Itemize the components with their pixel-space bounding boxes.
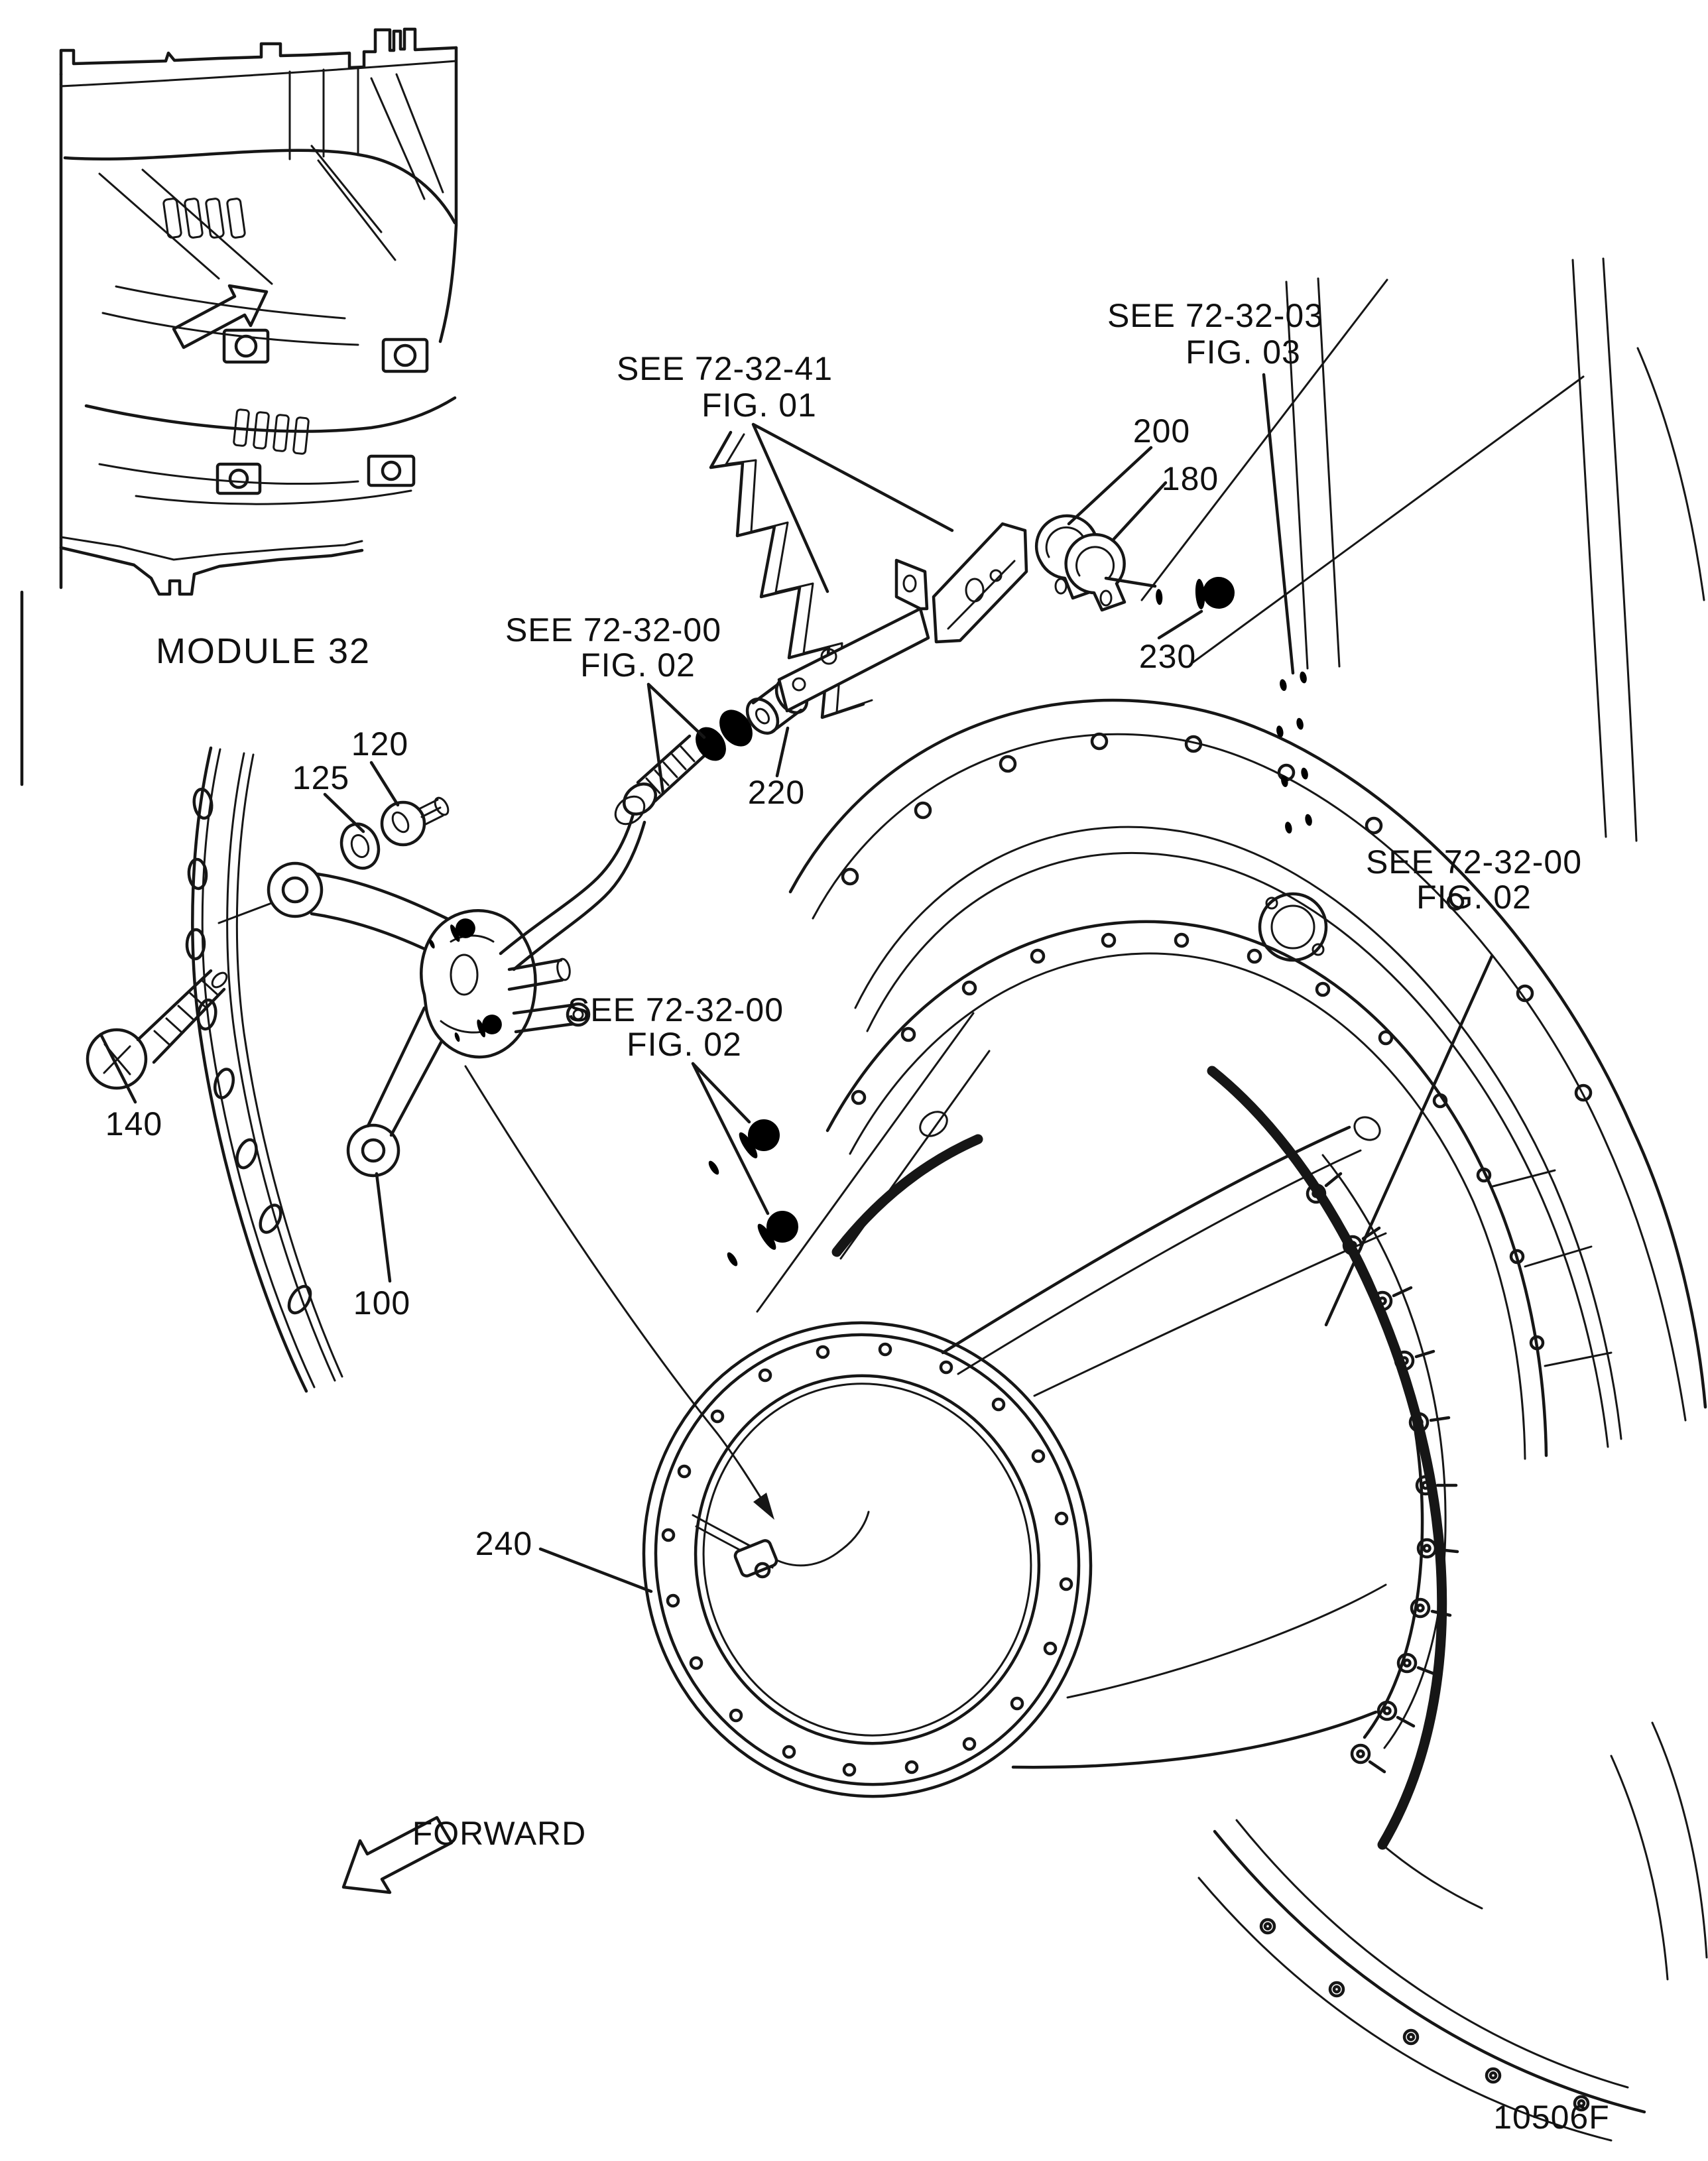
module-label: MODULE 32	[156, 631, 371, 671]
inset-pointer-arrow	[172, 284, 269, 349]
part-label-180: 180	[1162, 460, 1219, 497]
ref-fig03-line2: FIG. 03	[1186, 334, 1301, 371]
part-label-120: 120	[351, 725, 408, 763]
curved-pointer	[464, 1065, 774, 1520]
figure-code: 10506F	[1493, 2099, 1610, 2136]
part-label-230: 230	[1139, 638, 1196, 675]
inset-cross-section	[59, 27, 458, 596]
part-label-140: 140	[105, 1105, 162, 1142]
screw-140	[86, 969, 228, 1090]
ref-fig02c-line1: SEE 72-32-00	[1366, 843, 1582, 881]
ref-fig01-line2: FIG. 01	[702, 387, 817, 424]
part-label-240: 240	[475, 1525, 532, 1562]
cone-flange-holes	[661, 1342, 1073, 1777]
flange-bolts	[702, 1012, 991, 1313]
left-flange-arc	[185, 746, 343, 1393]
bearing-port	[1258, 892, 1328, 962]
ref-fig02b-line2: FIG. 02	[627, 1026, 742, 1063]
cone-rear-bolts	[1306, 1172, 1459, 1774]
ref-fig03-line1: SEE 72-32-03	[1107, 297, 1323, 334]
bolt-120	[380, 796, 450, 847]
lower-ring-segment	[1197, 1721, 1708, 2142]
forward-label: FORWARD	[412, 1815, 587, 1852]
leader-lines	[99, 373, 1494, 1593]
ref-fig01-line1: SEE 72-32-41	[617, 350, 833, 387]
ref-fig02a-line1: SEE 72-32-00	[505, 611, 721, 648]
tripod-bracket	[217, 734, 706, 1178]
part-label-200: 200	[1133, 412, 1190, 450]
ref-fig02b-line1: SEE 72-32-00	[568, 991, 784, 1028]
ref-fig02c-line2: FIG. 02	[1416, 879, 1532, 916]
frame-ring	[788, 257, 1707, 1460]
tripod-hub	[420, 909, 537, 1059]
inset-top-casing	[59, 27, 458, 76]
part-label-125: 125	[292, 759, 349, 796]
washer-125	[339, 822, 381, 870]
ref-fig02a-line2: FIG. 02	[580, 647, 696, 684]
support-plate	[932, 522, 1028, 644]
support-cone	[642, 1066, 1459, 1850]
bolt-230	[1154, 576, 1236, 613]
part-label-220: 220	[748, 774, 805, 811]
cone-face-clamp	[692, 1511, 870, 1579]
part-label-100: 100	[353, 1284, 410, 1322]
forward-arrow	[341, 1816, 454, 1894]
inset-bottom-casing	[59, 546, 364, 596]
loop-clamps-200-180	[1034, 514, 1127, 612]
angle-bracket	[777, 558, 930, 713]
union-fitting-220	[689, 677, 809, 767]
